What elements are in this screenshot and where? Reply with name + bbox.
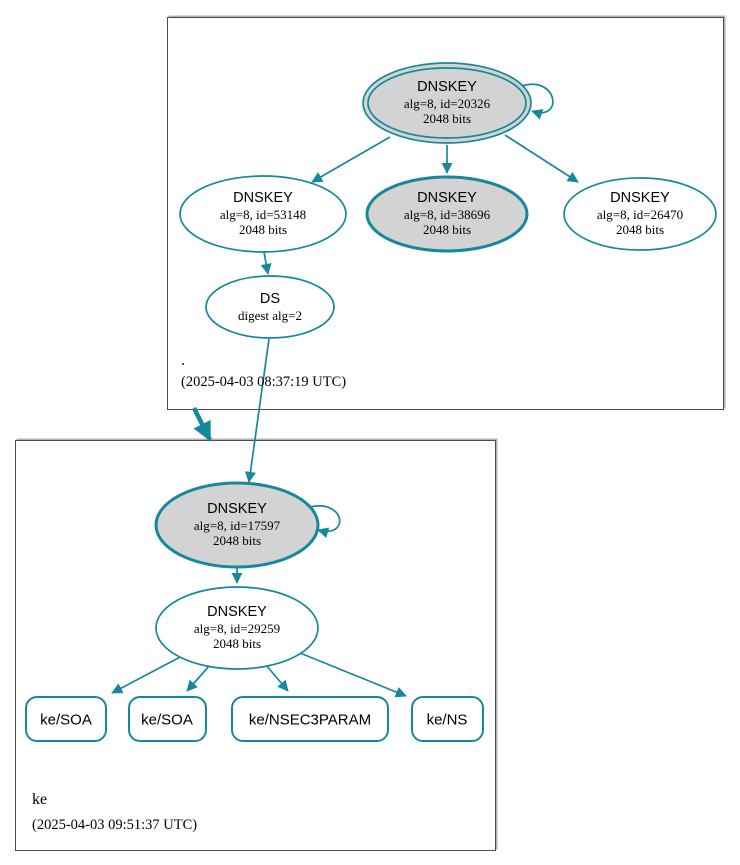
node-title: DNSKEY (417, 190, 477, 207)
edge-root-ksk-self-loop (521, 83, 554, 120)
root-ds-label[interactable]: DS digest alg=2 (238, 291, 302, 323)
ke-soa1-rrset-node[interactable] (25, 696, 107, 742)
ke-soa2-label[interactable]: ke/SOA (141, 711, 193, 729)
node-bits: 2048 bits (422, 222, 472, 238)
edge-root-ksk-to-zsk-left (311, 136, 391, 183)
node-ds-digest: digest alg=2 (237, 307, 303, 323)
node-title: DNSKEY (610, 190, 670, 207)
node-bits: 2048 bits (212, 636, 262, 652)
root-zsk-mid-node[interactable] (365, 175, 529, 253)
node-title: DS (259, 290, 281, 307)
node-title: DNSKEY (207, 604, 267, 621)
ke-nsec3param-label[interactable]: ke/NSEC3PARAM (248, 711, 372, 729)
node-title: DNSKEY (417, 79, 477, 96)
edge-ke-zsk-to-ns (299, 652, 407, 698)
root-zsk-left-node[interactable] (179, 175, 347, 253)
root-zone-cluster-box (167, 17, 724, 410)
ke-zsk-node[interactable] (155, 586, 319, 670)
root-ds-node[interactable] (205, 275, 335, 339)
node-title: DNSKEY (233, 190, 293, 207)
root-zsk-mid-label[interactable]: DNSKEY alg=8, id=38696 2048 bits (404, 190, 490, 238)
edge-ke-zsk-to-soa2 (186, 664, 211, 692)
node-bits: 2048 bits (615, 222, 665, 238)
node-alg-id: alg=8, id=26470 (596, 206, 684, 222)
node-alg-id: alg=8, id=38696 (403, 206, 491, 222)
ke-ns-rrset-node[interactable] (411, 696, 484, 742)
edge-ke-zsk-to-soa1 (111, 654, 185, 694)
root-ksk-label[interactable]: DNSKEY alg=8, id=20326 2048 bits (404, 79, 490, 127)
root-ksk-node[interactable] (362, 62, 532, 144)
root-zsk-left-label[interactable]: DNSKEY alg=8, id=53148 2048 bits (220, 190, 306, 238)
ke-soa1-label[interactable]: ke/SOA (40, 711, 92, 729)
node-bits: 2048 bits (422, 111, 472, 127)
node-alg-id: alg=8, id=29259 (193, 620, 281, 636)
root-zsk-right-label[interactable]: DNSKEY alg=8, id=26470 2048 bits (597, 190, 683, 238)
ke-ksk-label[interactable]: DNSKEY alg=8, id=17597 2048 bits (194, 501, 280, 549)
root-zsk-right-node[interactable] (563, 177, 717, 251)
edge-ke-ksk-self-loop (309, 505, 341, 539)
ke-ns-label[interactable]: ke/NS (426, 711, 468, 729)
ke-zsk-label[interactable]: DNSKEY alg=8, id=29259 2048 bits (194, 604, 280, 652)
edge-zsk-left-to-ds (260, 251, 272, 275)
node-alg-id: alg=8, id=53148 (219, 206, 307, 222)
edge-root-ksk-to-zsk-right (504, 134, 579, 183)
ke-nsec3param-rrset-node[interactable] (231, 696, 389, 742)
node-alg-id: alg=8, id=20326 (403, 95, 491, 111)
node-alg-id: alg=8, id=17597 (193, 517, 281, 533)
node-bits: 2048 bits (238, 222, 288, 238)
edge-root-zone-to-ke-zone (191, 406, 213, 442)
node-bits: 2048 bits (212, 533, 262, 549)
edge-ke-zsk-to-nsec3param (265, 664, 289, 692)
ke-soa2-rrset-node[interactable] (128, 696, 207, 742)
edge-ds-to-ke-ksk (244, 338, 270, 483)
ke-ksk-node[interactable] (154, 481, 320, 569)
node-title: DNSKEY (207, 501, 267, 518)
